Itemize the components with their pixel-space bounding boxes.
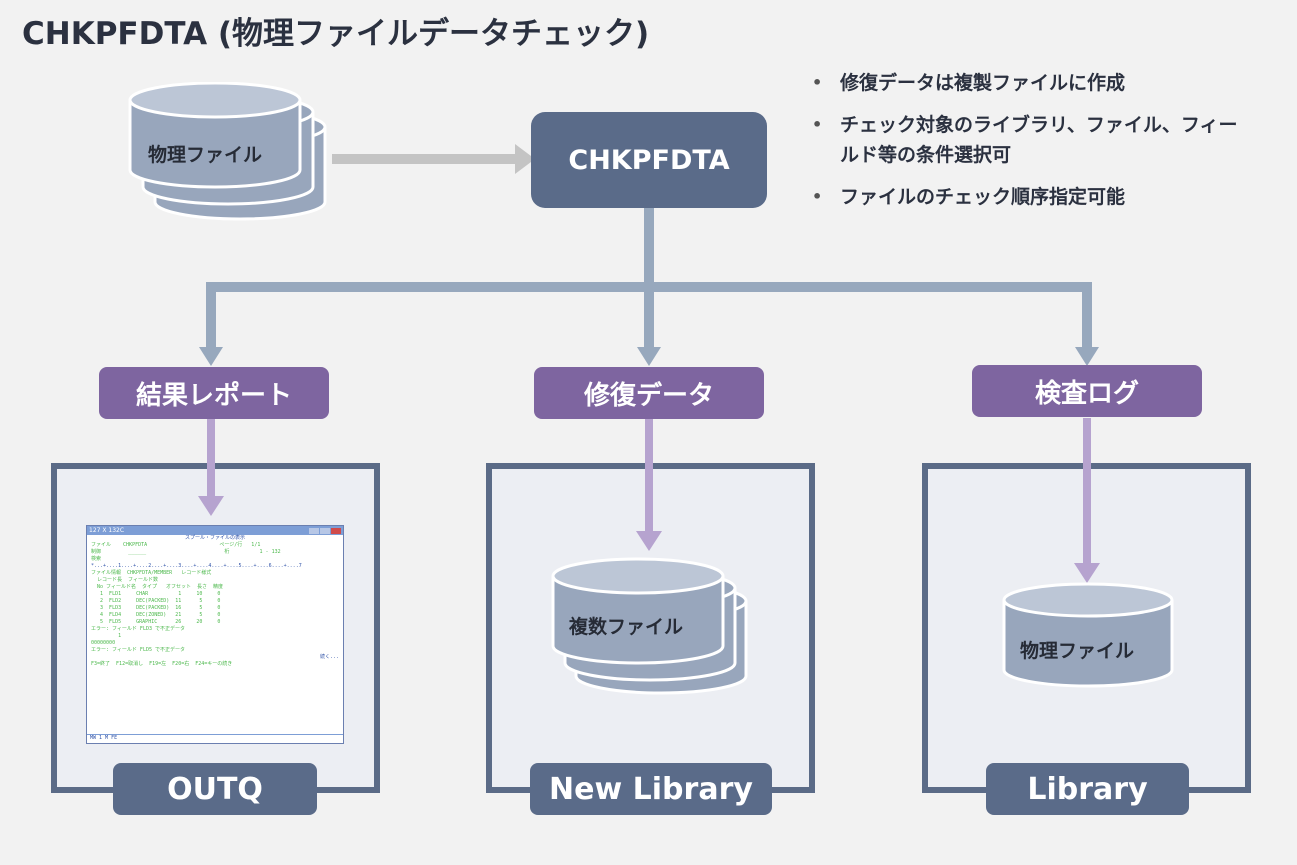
source-label: 物理ファイル (148, 144, 263, 166)
spool-line: ファイル情報 CHKPFDTA/MEMBER レコード様式 (91, 570, 218, 576)
window-titlebar: 127 X 132C (87, 526, 343, 535)
log-content-label: 物理ファイル (1020, 640, 1135, 662)
spool-heading: スプール・ファイルの表示 (184, 535, 245, 541)
flow-arrow-head (515, 144, 535, 174)
spool-more: 続く... (319, 654, 339, 660)
spool-line: 1 (91, 633, 122, 639)
close-icon (331, 527, 341, 534)
page-title: CHKPFDTA (物理ファイルデータチェック) (22, 16, 650, 52)
maximize-icon (320, 527, 330, 534)
output-inspection-log: 検査ログ (972, 365, 1202, 417)
database-icon (1002, 582, 1174, 688)
spool-line: *...+....1....+....2....+....3....+....4… (91, 563, 302, 569)
feature-item: 修復データは複製ファイルに作成 (812, 68, 1240, 98)
spool-line: No フィールド名 タイプ オフセット 長さ 精度 (91, 584, 224, 590)
spool-line: ファイル CHKPFDTA ページ/行 1/1 (91, 542, 261, 548)
process-node: CHKPFDTA (531, 112, 767, 208)
spool-line: エラー: フィールド FLD3 で不正データ (91, 626, 185, 632)
feature-item: ファイルのチェック順序指定可能 (812, 182, 1240, 212)
spool-line: 検索 (91, 556, 102, 562)
branch-line (206, 282, 216, 350)
feature-list: 修復データは複製ファイルに作成 チェック対象のライブラリ、ファイル、フィールド等… (812, 68, 1240, 224)
spool-line: 2 FLD2 DEC(PACKED) 11 5 0 (91, 598, 221, 604)
new-library-label: New Library (530, 763, 772, 815)
spool-screenshot: 127 X 132C スプール・ファイルの表示 ファイル CHKPFDTA ペー… (86, 525, 344, 744)
flow-arrow-shaft (332, 154, 517, 164)
spool-line: 5 FLD5 GRAPHIC 26 20 0 (91, 619, 221, 625)
spool-line: 4 FLD4 DEC(ZONED) 21 5 0 (91, 612, 221, 618)
outq-label: OUTQ (113, 763, 317, 815)
arrow-head (199, 347, 223, 366)
spool-function-keys: F3=終了 F12=取消し F19=左 F20=右 F24=キーの続き (91, 661, 233, 667)
feature-item: チェック対象のライブラリ、ファイル、フィールド等の条件選択可 (812, 110, 1240, 170)
arrow-head (637, 347, 661, 366)
repair-data-content-label: 複数ファイル (569, 616, 684, 638)
branch-line (644, 206, 654, 351)
output-result-report: 結果レポート (99, 367, 329, 419)
spool-line: 1 FLD1 CHAR 1 10 0 (91, 591, 221, 597)
spool-line: レコード長 フィールド数 (91, 577, 158, 583)
spool-line: 3 FLD3 DEC(PACKED) 16 5 0 (91, 605, 221, 611)
branch-line (1082, 282, 1092, 350)
spool-line: 00000000 (91, 640, 116, 646)
arrow-head (1075, 347, 1099, 366)
spool-line: エラー: フィールド FLD5 で不正データ (91, 647, 185, 653)
branch-line (206, 282, 1092, 292)
output-repair-data: 修復データ (534, 367, 764, 419)
output-arrow-shaft (207, 418, 215, 498)
window-title: 127 X 132C (89, 527, 125, 534)
spool-line: 制御 ______ 桁 1 - 132 (91, 549, 281, 555)
spool-status-bar: MW 1 M FE (87, 734, 343, 743)
library-label: Library (986, 763, 1189, 815)
stacked-database-icon (128, 82, 327, 221)
minimize-icon (309, 527, 319, 534)
stacked-database-icon (551, 557, 748, 695)
